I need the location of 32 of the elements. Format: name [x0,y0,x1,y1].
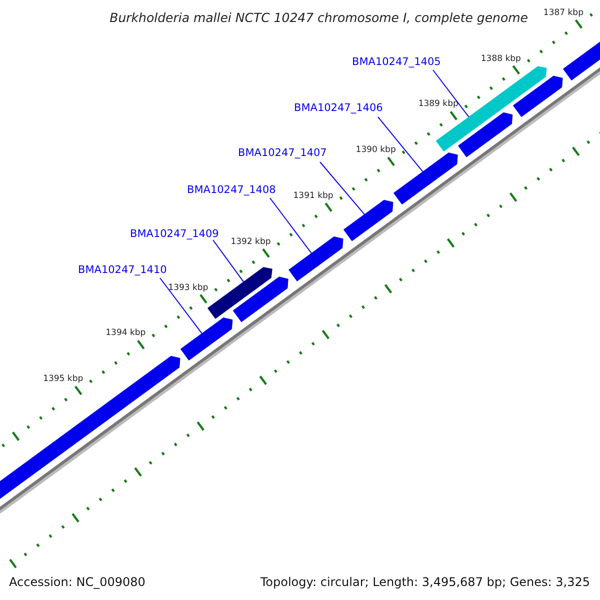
leader-line [432,70,470,118]
gene-feature-block [180,317,233,361]
gene-feature-block [393,152,458,205]
scale-label: 1390 kbp [356,146,396,155]
scale-label: 1393 kbp [168,284,208,292]
gene-feature-block [458,112,513,158]
gene-label: BMA10247_1408 [187,185,276,196]
gene-label: BMA10247_1405 [352,57,441,68]
genome-stats-text: Topology: circular; Length: 3,495,687 bp; Genes: 3,325 [260,576,590,588]
leader-line [320,162,365,215]
gene-label: BMA10247_1406 [294,103,383,114]
scale-label: 1387 kbp [543,8,584,18]
leader-line [378,116,424,172]
gene-feature-block [232,276,288,322]
scale-label: 1388 kbp [480,54,521,64]
scale-label: 1394 kbp [106,329,146,338]
gene-feature-block [207,267,272,319]
gene-label: BMA10247_1410 [78,265,167,276]
accession-text: Accession: NC_009080 [9,576,146,588]
gene-feature-block [343,200,394,242]
leader-line [160,278,202,334]
leader-line [270,198,312,254]
gene-label: BMA10247_1407 [238,148,327,158]
scale-label: 1395 kbp [43,375,84,384]
scale-label: 1392 kbp [230,238,271,246]
title: Burkholderia mallei NCTC 10247 chromosome I, complete genome [110,12,528,24]
gene-label: BMA10247_1409 [130,229,219,240]
scale-label: 1391 kbp [293,192,334,200]
leader-line [212,240,244,282]
gene-feature-block [288,236,344,282]
gene-feature-block [512,76,563,118]
scale-label: 1389 kbp [418,100,458,109]
